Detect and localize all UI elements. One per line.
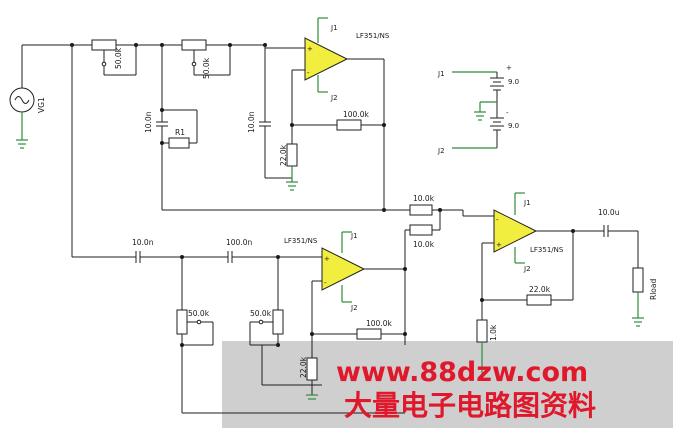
- batt2-value: 9.0: [508, 122, 519, 130]
- stage2-pot2-value: 50.0k: [250, 309, 272, 318]
- power-j2-label: J2: [437, 147, 445, 155]
- stage1-pot1: [91, 39, 162, 76]
- mixer-j1-label: J1: [523, 199, 531, 207]
- mixer-r-feedback-value: 22.0k: [529, 285, 551, 294]
- stage1-j2-label: J2: [330, 94, 338, 102]
- mixer-c-out-value: 10.0u: [598, 208, 620, 217]
- mixer-r-in1: [409, 204, 433, 216]
- stage2-c-in1-value: 10.0n: [132, 238, 154, 247]
- batt2-minus: -: [506, 109, 509, 117]
- stage2-c-in2-value: 100.0n: [226, 238, 252, 247]
- mixer-opamp: [493, 209, 538, 253]
- mixer-r-in2: [409, 224, 433, 236]
- mixer-r-gnd: [476, 319, 488, 343]
- watermark-text: 大量电子电路图资料: [344, 389, 596, 422]
- stage2-j2-label: J2: [350, 304, 358, 312]
- stage1-r-feedback: [336, 119, 362, 131]
- stage1-r1: [168, 137, 190, 149]
- svg-text:+: +: [307, 45, 313, 53]
- mixer-opamp-part: LF351/NS: [530, 246, 564, 254]
- stage1-r1-label: R1: [175, 128, 185, 137]
- stage2-opamp: [321, 247, 366, 291]
- mixer-rload: [632, 267, 644, 293]
- stage1-opamp-part: LF351/NS: [356, 32, 390, 40]
- power-supply: [452, 71, 504, 149]
- vg1-label: VG1: [37, 97, 46, 113]
- watermark-site: www.88dzw.com: [336, 357, 588, 388]
- stage2-pot2: [249, 257, 284, 346]
- stage1-r-bias-value: 22.0k: [279, 144, 288, 166]
- stage2-j1-label: J1: [350, 232, 358, 240]
- mixer-r-feedback: [526, 294, 552, 306]
- svg-text:+: +: [496, 241, 502, 249]
- mixer-r-in2-value: 10.0k: [413, 240, 435, 249]
- power-j1-label: J1: [437, 70, 445, 78]
- stage2-r-feedback-value: 100.0k: [366, 319, 392, 328]
- stage1-pot1-value: 50.0k: [114, 47, 123, 69]
- stage2-r-bias: [306, 357, 318, 381]
- stage1-pot2-value: 50.0k: [202, 57, 211, 79]
- stage2-opamp-part: LF351/NS: [284, 237, 318, 245]
- mixer-r-in1-value: 10.0k: [413, 194, 435, 203]
- svg-text:-: -: [307, 69, 310, 77]
- mixer-rload-label: Rload: [649, 279, 658, 300]
- svg-text:-: -: [324, 279, 327, 287]
- batt1-value: 9.0: [508, 78, 519, 86]
- svg-text:+: +: [324, 255, 330, 263]
- stage1-j1-label: J1: [330, 24, 338, 32]
- svg-text:-: -: [496, 216, 499, 224]
- stage2-r-feedback: [356, 328, 382, 340]
- stage1-pot2: [162, 39, 265, 76]
- stage1-c2-value: 10.0n: [247, 111, 256, 133]
- stage2-r-bias-value: 22.0k: [299, 356, 308, 378]
- stage2-pot1: [176, 257, 214, 413]
- mixer-j2-label: J2: [523, 265, 531, 273]
- stage1-r-feedback-value: 100.0k: [343, 110, 369, 119]
- stage2-pot1-value: 50.0k: [188, 309, 210, 318]
- batt1-plus: +: [506, 64, 512, 72]
- stage1-opamp: [304, 37, 349, 81]
- stage1-c1-value: 10.0n: [144, 111, 153, 133]
- signal-source-vg1: [9, 45, 35, 149]
- mixer-r-gnd-value: 1.0k: [489, 324, 498, 341]
- stage1-r-bias: [286, 143, 298, 167]
